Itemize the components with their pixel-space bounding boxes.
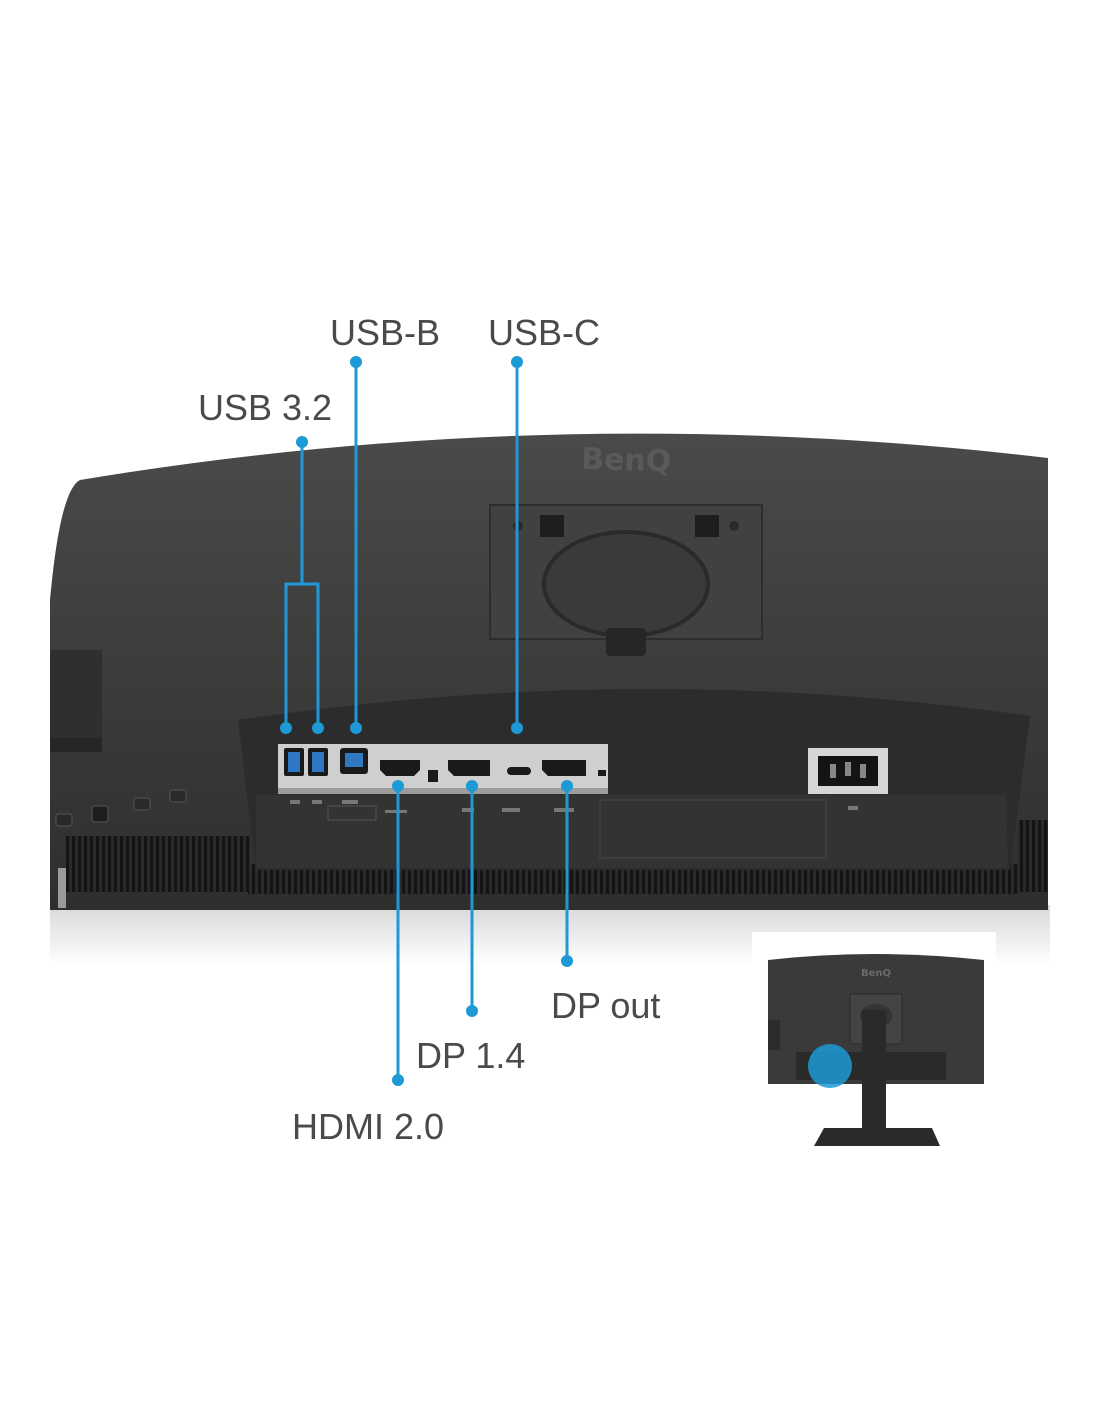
- panel-slot: [598, 770, 606, 776]
- control-button: [91, 805, 109, 823]
- callout-dot: [511, 722, 523, 734]
- power-pin: [830, 764, 836, 778]
- side-panel: [50, 650, 102, 738]
- callout-dot: [392, 1074, 404, 1086]
- inset-side-panel: [768, 1020, 780, 1050]
- hdmi-port-icon: [380, 760, 420, 776]
- label-dp-out: DP out: [551, 985, 661, 1026]
- power-glyph: [848, 806, 858, 810]
- label-hdmi-2-0: HDMI 2.0: [292, 1106, 445, 1147]
- usb-a-port-insert: [288, 752, 300, 772]
- control-button: [169, 789, 187, 803]
- stand-mount-hole: [542, 530, 710, 638]
- power-pin: [845, 762, 851, 776]
- usb-c-port-icon: [507, 767, 531, 775]
- side-bar: [58, 868, 66, 908]
- displayport-port-icon: [448, 760, 490, 776]
- brand-logo: BenQ: [581, 442, 672, 479]
- callout-dots: [280, 356, 573, 1086]
- callout-dot: [561, 780, 573, 792]
- inset-stand-neck: [862, 1010, 886, 1132]
- control-button: [55, 813, 73, 827]
- callout-lines: [284, 362, 569, 1080]
- callout-dot: [511, 356, 523, 368]
- port-recess-floor: [256, 795, 1008, 868]
- highlight-circle-icon: [808, 1044, 852, 1088]
- label-usb-b: USB-B: [330, 312, 441, 353]
- vent-grille-right: [1018, 820, 1048, 892]
- mount-tab: [695, 515, 719, 537]
- label-usb-3-2: USB 3.2: [198, 387, 333, 428]
- callout-dot: [350, 722, 362, 734]
- callout-dot: [561, 955, 573, 967]
- callout-dot: [466, 780, 478, 792]
- callout-dot: [392, 780, 404, 792]
- callout-dot: [280, 722, 292, 734]
- control-button: [133, 797, 151, 811]
- displayport-port-icon: [542, 760, 586, 776]
- vent-grille-left: [66, 836, 250, 892]
- callout-dot: [296, 436, 308, 448]
- inset-logo: BenQ: [861, 968, 891, 979]
- label-dp-1-4: DP 1.4: [416, 1035, 526, 1076]
- inset-thumbnail: BenQ: [752, 932, 996, 1160]
- label-usb-c: USB-C: [488, 312, 601, 353]
- mount-tab: [540, 515, 564, 537]
- lock-slot: [428, 770, 438, 782]
- usb-a-port-insert: [312, 752, 324, 772]
- inset-stand-base: [814, 1128, 940, 1146]
- callout-dot: [466, 1005, 478, 1017]
- port-glyphs: [290, 800, 574, 821]
- power-pin: [860, 764, 866, 778]
- stand-latch: [606, 628, 646, 656]
- screw-icon: [729, 521, 739, 531]
- callout-dot: [312, 722, 324, 734]
- callout-dot: [350, 356, 362, 368]
- port-panel-shadow: [278, 788, 608, 794]
- usb-b-port-insert: [345, 753, 363, 767]
- recess-divider: [599, 799, 827, 859]
- side-panel-edge: [50, 738, 102, 752]
